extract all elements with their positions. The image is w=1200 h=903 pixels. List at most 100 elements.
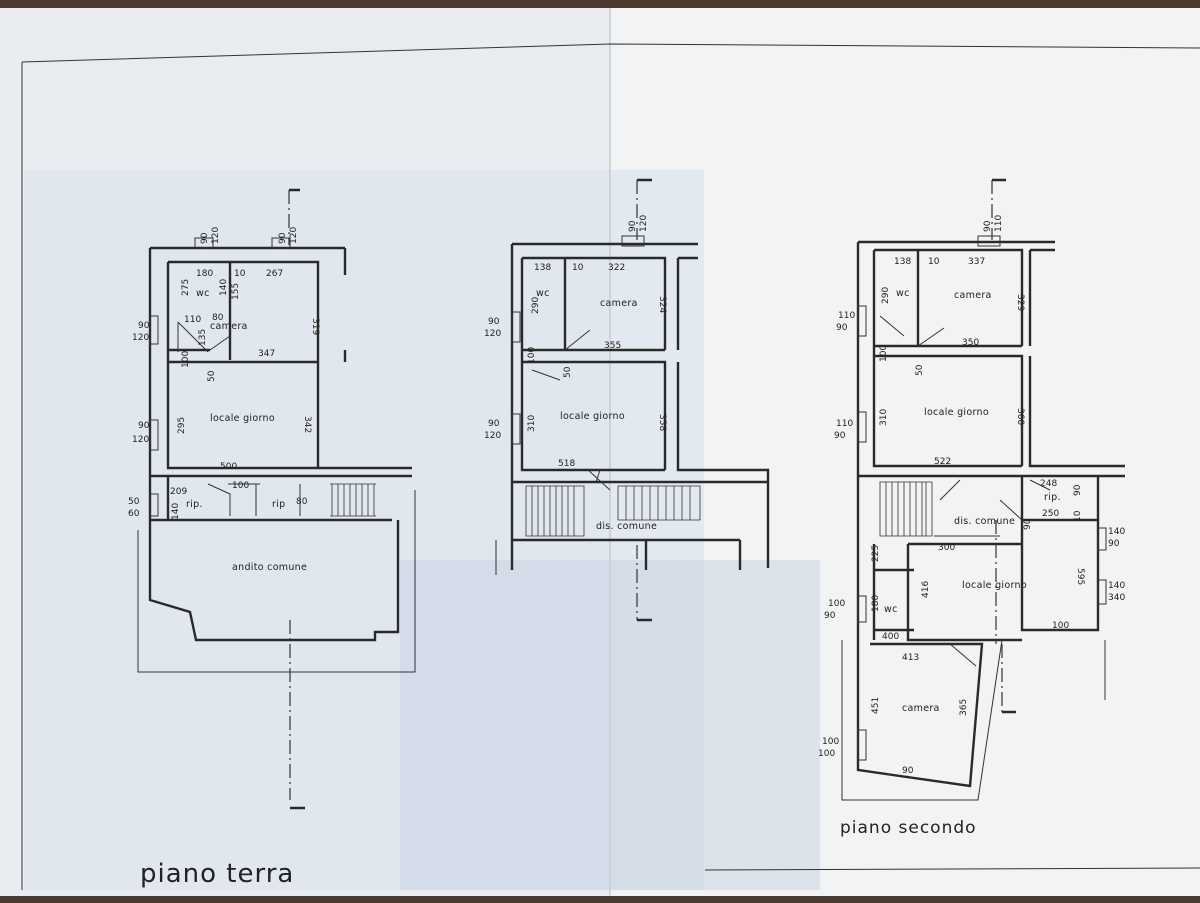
svg-text:350: 350 (962, 338, 979, 348)
first-floor-plan (495, 178, 770, 622)
svg-text:110: 110 (838, 311, 855, 321)
second-camera-label-2: camera (902, 703, 940, 714)
second-wc-label-1: wc (896, 288, 910, 299)
svg-text:90: 90 (278, 232, 288, 244)
svg-text:120: 120 (132, 435, 149, 445)
svg-text:140: 140 (1108, 527, 1125, 537)
svg-text:595: 595 (1075, 568, 1085, 585)
svg-text:138: 138 (894, 257, 911, 267)
svg-text:90: 90 (488, 317, 500, 327)
ground-dimensions: 90 120 90 120 180 10 267 275 110 140 155… (128, 227, 320, 520)
svg-text:90: 90 (834, 431, 846, 441)
svg-text:290: 290 (881, 287, 891, 304)
svg-text:90: 90 (628, 220, 638, 232)
svg-text:358: 358 (657, 414, 667, 431)
svg-text:80: 80 (296, 497, 308, 507)
svg-text:90: 90 (1108, 539, 1120, 549)
frame-top (21, 43, 1200, 63)
svg-text:310: 310 (879, 409, 889, 426)
svg-text:248: 248 (1040, 479, 1057, 489)
svg-text:110: 110 (184, 315, 201, 325)
ground-wc-label: wc (196, 288, 210, 299)
svg-text:329: 329 (1015, 294, 1025, 311)
svg-text:140: 140 (1108, 581, 1125, 591)
svg-text:310: 310 (527, 415, 537, 432)
svg-text:451: 451 (871, 697, 881, 714)
svg-text:90: 90 (902, 766, 914, 776)
svg-text:340: 340 (1108, 593, 1125, 603)
svg-text:500: 500 (220, 462, 237, 472)
svg-text:347: 347 (258, 349, 275, 359)
svg-text:120: 120 (289, 227, 299, 244)
svg-text:400: 400 (882, 632, 899, 642)
svg-text:180: 180 (871, 595, 881, 612)
svg-text:319: 319 (310, 318, 320, 335)
svg-text:100: 100 (527, 347, 537, 364)
svg-text:90: 90 (836, 323, 848, 333)
svg-text:180: 180 (196, 269, 213, 279)
svg-text:50: 50 (563, 366, 573, 378)
svg-text:522: 522 (934, 457, 951, 467)
svg-text:100: 100 (879, 345, 889, 362)
first-wc-label: wc (536, 288, 550, 299)
ground-andito-label: andito comune (232, 562, 307, 573)
svg-text:100: 100 (232, 481, 249, 491)
second-floor-title: piano secondo (840, 818, 977, 838)
svg-text:50: 50 (128, 497, 140, 507)
svg-text:90: 90 (138, 321, 150, 331)
svg-text:90: 90 (824, 611, 836, 621)
svg-text:138: 138 (534, 263, 551, 273)
svg-text:10: 10 (234, 269, 246, 279)
svg-text:413: 413 (902, 653, 919, 663)
svg-text:209: 209 (170, 487, 187, 497)
svg-text:90: 90 (488, 419, 500, 429)
ground-locale-giorno-label: locale giorno (210, 413, 275, 424)
svg-text:100: 100 (822, 737, 839, 747)
second-rip-label: rip. (1044, 492, 1061, 503)
first-dis-comune-label: dis. comune (596, 521, 657, 532)
svg-text:295: 295 (177, 417, 187, 434)
svg-text:267: 267 (266, 269, 283, 279)
svg-text:416: 416 (921, 581, 931, 598)
svg-text:100: 100 (181, 351, 191, 368)
svg-text:140: 140 (219, 279, 229, 296)
svg-text:518: 518 (558, 459, 575, 469)
svg-text:10: 10 (572, 263, 584, 273)
ground-camera-label: camera (210, 321, 248, 332)
first-dimensions: 90 120 138 10 322 290 324 355 100 50 310… (484, 215, 667, 469)
svg-text:155: 155 (231, 283, 241, 300)
svg-text:90: 90 (1073, 484, 1083, 496)
svg-text:337: 337 (968, 257, 985, 267)
svg-text:120: 120 (639, 215, 649, 232)
svg-text:120: 120 (484, 431, 501, 441)
second-dis-comune-label: dis. comune (954, 516, 1015, 527)
second-locale-giorno-label-1: locale giorno (924, 407, 989, 418)
second-locale-giorno-label-2: locale giorno (962, 580, 1027, 591)
svg-text:100: 100 (828, 599, 845, 609)
svg-text:110: 110 (836, 419, 853, 429)
svg-text:290: 290 (531, 297, 541, 314)
ground-floor-title: piano terra (140, 859, 294, 889)
ground-rip-label-1: rip. (186, 499, 203, 510)
svg-text:120: 120 (132, 333, 149, 343)
ground-floor-plan (137, 188, 416, 810)
svg-text:300: 300 (938, 543, 955, 553)
svg-text:365: 365 (959, 699, 969, 716)
frame-bottom (704, 867, 1200, 871)
svg-text:90: 90 (200, 232, 210, 244)
svg-text:50: 50 (207, 370, 217, 382)
svg-text:360: 360 (1015, 408, 1025, 425)
svg-text:342: 342 (302, 416, 312, 433)
second-floor-plan (841, 178, 1125, 801)
svg-text:225: 225 (871, 545, 881, 562)
svg-text:80: 80 (212, 313, 224, 323)
second-wc-label-2: wc (884, 604, 898, 615)
svg-text:110: 110 (994, 215, 1004, 232)
ground-rip-label-2: rip (272, 499, 285, 510)
svg-text:100: 100 (1052, 621, 1069, 631)
svg-text:100: 100 (818, 749, 835, 759)
first-locale-giorno-label: locale giorno (560, 411, 625, 422)
svg-text:10: 10 (1073, 510, 1083, 522)
